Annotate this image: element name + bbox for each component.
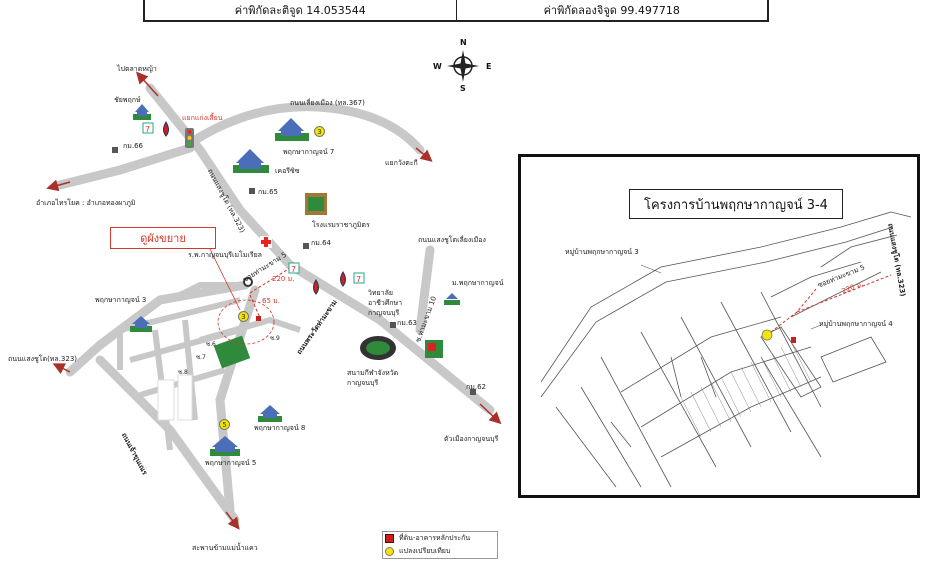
label-km64: กม.64 — [311, 239, 331, 247]
label-hotel: โรงแรมราชาภูมิตร — [312, 221, 370, 229]
label-to-bridge: สะพานข้ามแม่น้ำแคว — [192, 544, 258, 552]
house-icons — [130, 104, 460, 456]
compass-w: W — [433, 62, 442, 71]
project-tag-3b: 3 — [238, 311, 249, 322]
label-to-city: ตัวเมืองกาญจนบุรี — [444, 435, 499, 443]
legend-text-comparable: แปลงเปรียบเทียบ — [399, 547, 451, 555]
subject-marker — [256, 316, 261, 321]
label-65m: 65 ม. — [262, 297, 280, 305]
subject-parcel — [213, 335, 251, 369]
compass-rose-icon — [447, 50, 479, 82]
label-pk8: พฤกษากาญจน์ 8 — [254, 424, 306, 432]
estate-road-network — [117, 282, 301, 451]
svg-text:7: 7 — [356, 275, 361, 284]
direction-arrows — [46, 71, 502, 530]
estate-blocks — [157, 374, 193, 421]
distance-220m-line — [249, 267, 291, 294]
project-tag-5: 5 — [219, 419, 230, 430]
compass-s: S — [460, 84, 466, 93]
label-chuan-phuet: ชัยพฤกษ์ — [114, 96, 141, 104]
inset-title: โครงการบ้านพฤกษากาญจน์ 3-4 — [629, 189, 843, 219]
distance-65m-line — [249, 294, 261, 319]
label-to-jaeng: แยกวังตะกี — [385, 159, 418, 167]
km-stone-icons — [112, 147, 476, 395]
label-road-bypass: ถนนแสงชูโตเลี่ยงเมือง — [418, 236, 486, 244]
inset-label-pk3: หมู่บ้านพฤกษากาญจน์ 3 — [565, 248, 639, 256]
label-pk7: พฤกษากาญจน์ 7 — [283, 148, 335, 156]
inset-detail-map: โครงการบ้านพฤกษากาญจน์ 3-4 หมู่บ้านพฤกษา… — [518, 154, 920, 498]
label-220m: 220 ม. — [272, 275, 295, 283]
label-km66: กม.66 — [123, 142, 143, 150]
label-kraseri: เคอรีซิซ — [275, 167, 300, 175]
compass-n: N — [460, 38, 467, 47]
label-s6: ซ.6 — [206, 341, 216, 348]
label-km65: กม.65 — [258, 188, 278, 196]
project-tag-3a: 3 — [314, 126, 325, 137]
label-to-pak-phraek: ไปตลาดหญ้า — [117, 65, 157, 73]
label-km63: กม.63 — [397, 319, 417, 327]
yellow-circle-icon — [385, 547, 394, 556]
compass-e: E — [486, 62, 492, 71]
label-road-323-left: ถนนแสงชูโต(ทล.323) — [8, 355, 78, 363]
label-pk5: พฤกษากาญจน์ 5 — [205, 459, 257, 467]
label-s9: ซ.9 — [270, 335, 280, 342]
junction-marker — [243, 277, 253, 287]
latitude-text: ค่าพิกัดละติจูด 14.053544 — [234, 4, 366, 17]
legend-text-collateral: ที่ดิน-อาคารหลักประกัน — [399, 534, 471, 542]
zoom-callout-box: ดูผังขยาย — [110, 227, 216, 249]
callout-leader — [209, 248, 241, 311]
inset-canvas — [540, 211, 912, 488]
svg-text:7: 7 — [291, 265, 296, 274]
label-pk-kanchan: ม.พฤกษากาญจน์ — [452, 279, 504, 287]
label-s8: ซ.8 — [178, 369, 188, 376]
inset-label-pk4: หมู่บ้านพฤกษากาญจน์ 4 — [819, 320, 893, 328]
label-km62: กม.62 — [466, 383, 486, 391]
label-intersection: แยกแก่งเสี้ยน — [182, 114, 223, 122]
coordinate-bar: ค่าพิกัดละติจูด 14.053544 ค่าพิกัดลองจิจ… — [143, 0, 769, 22]
legend-item-collateral: ที่ดิน-อาคารหลักประกัน — [382, 531, 498, 545]
label-s7: ซ.7 — [196, 354, 206, 361]
zoom-area-ellipse — [217, 299, 275, 345]
legend-item-comparable: แปลงเปรียบเทียบ — [382, 545, 498, 558]
red-square-icon — [385, 534, 394, 543]
legend-frame — [382, 531, 498, 559]
label-road-367: ถนนเลี่ยงเมือง (ทล.367) — [290, 99, 365, 107]
label-to-tha-muang: อำเภอไทรโยค : อำเภอทองผาภูมิ — [36, 199, 136, 207]
traffic-light-icon — [185, 128, 194, 148]
label-pk3: พฤกษากาญจน์ 3 — [95, 296, 147, 304]
poi-icons: 7 7 7 — [142, 121, 443, 360]
map-legend: ที่ดิน-อาคารหลักประกัน แปลงเปรียบเทียบ — [382, 531, 498, 559]
label-stadium: สนามกีฬาจังหวัดกาญจนบุรี — [347, 369, 399, 387]
svg-text:7: 7 — [145, 125, 150, 134]
label-college: วิทยาลัยอาชีวศึกษากาญจนบุรี — [368, 289, 403, 317]
label-rp-kanchanaburi: ร.พ.กาญจนบุรีเมโมเรียล — [188, 251, 262, 259]
longitude-text: ค่าพิกัดลองจิจูด 99.497718 — [455, 0, 768, 20]
